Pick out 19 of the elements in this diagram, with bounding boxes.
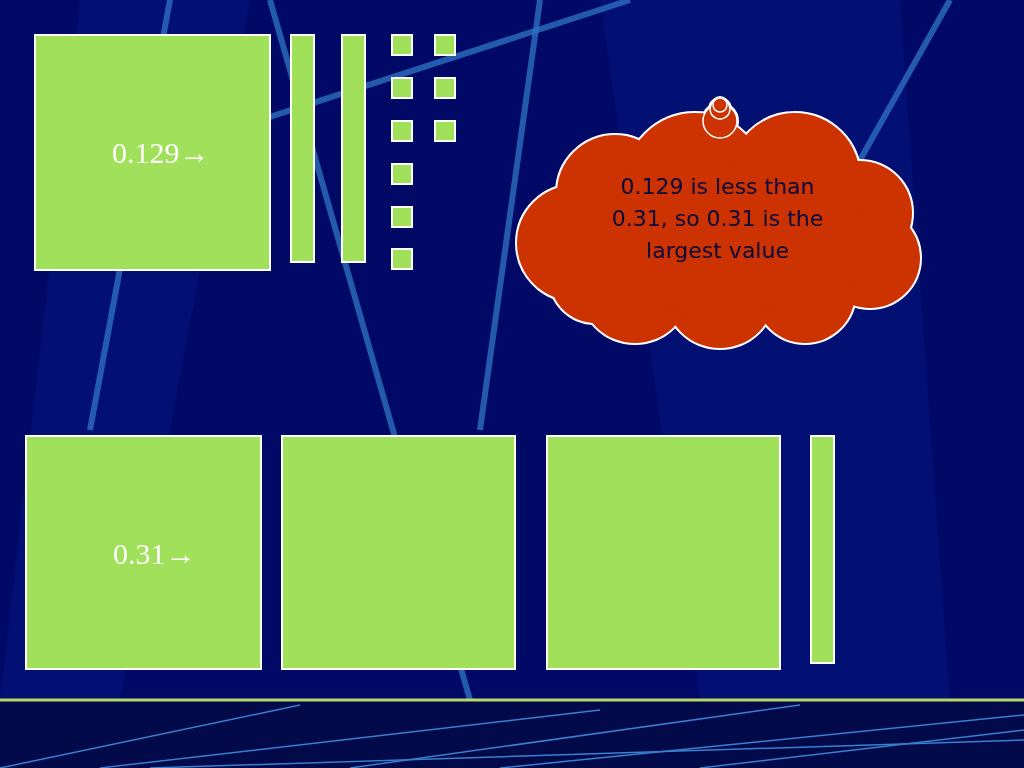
square-block xyxy=(391,77,413,99)
decimal-label: 0.31→ xyxy=(113,537,196,571)
square-block xyxy=(391,163,413,185)
square-block xyxy=(391,248,413,270)
bar-block xyxy=(341,34,366,263)
square-block xyxy=(391,206,413,228)
bar-block xyxy=(810,435,835,664)
decimal-label: 0.129→ xyxy=(112,136,210,170)
square-block xyxy=(434,120,456,142)
square-block xyxy=(434,34,456,56)
square-block xyxy=(546,435,781,670)
hundred-square-block xyxy=(34,34,271,271)
square-block xyxy=(281,435,516,670)
square-block xyxy=(434,77,456,99)
square-block xyxy=(391,34,413,56)
bar-block xyxy=(290,34,315,263)
hundred-square-block xyxy=(25,435,262,670)
square-block xyxy=(391,120,413,142)
cloud-text: 0.129 is less than 0.31, so 0.31 is the largest value xyxy=(610,173,825,265)
